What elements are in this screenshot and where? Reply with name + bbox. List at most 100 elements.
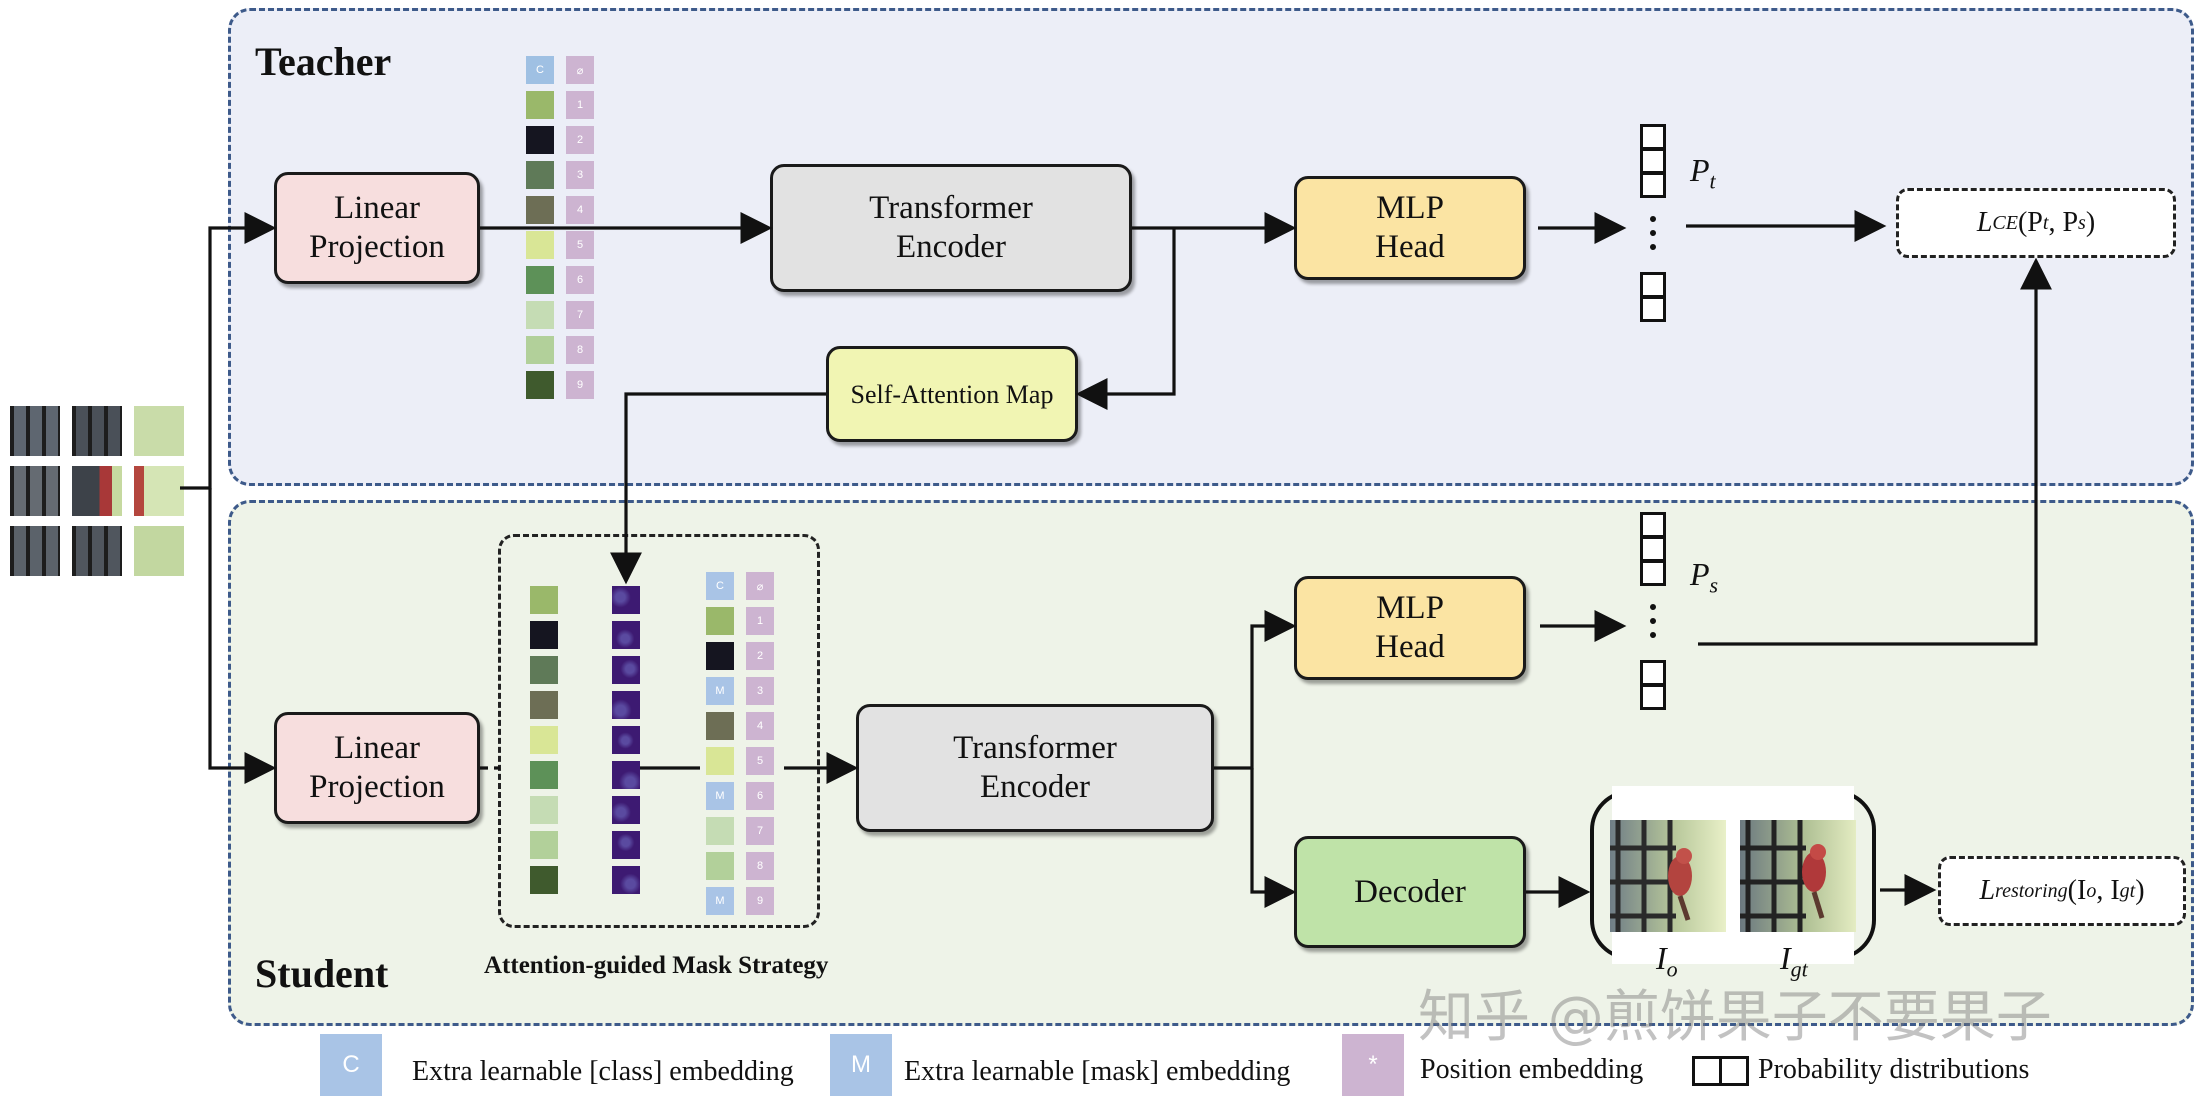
student-masked-patch-token: [706, 712, 734, 740]
attention-map-token: [612, 586, 640, 614]
ellipsis-dot: [1650, 244, 1656, 250]
teacher-patch-token: [526, 91, 554, 119]
ellipsis-dot: [1650, 604, 1656, 610]
teacher-class-token: C: [526, 56, 554, 84]
ellipsis-dot: [1650, 216, 1656, 222]
student-input-token: [530, 586, 558, 614]
teacher-patch-token: [526, 196, 554, 224]
attention-map-token: [612, 621, 640, 649]
student-position-token: 9: [746, 887, 774, 915]
teacher-patch-token: [526, 126, 554, 154]
student-masked-patch-token: [706, 747, 734, 775]
teacher-patch-token: [526, 231, 554, 259]
student-masked-patch-token: [706, 852, 734, 880]
student-masked-patch-token: [706, 642, 734, 670]
teacher-transformer-encoder: Transformer Encoder: [770, 164, 1132, 292]
student-input-token: [530, 691, 558, 719]
prob-cell: [1640, 684, 1666, 710]
student-input-token: [530, 656, 558, 684]
ground-truth-image: [1740, 820, 1856, 932]
teacher-title: Teacher: [255, 39, 392, 84]
attention-map-token: [612, 726, 640, 754]
image-patch: [134, 526, 184, 576]
legend-position-swatch: *: [1342, 1034, 1404, 1096]
ellipsis-dot: [1650, 230, 1656, 236]
mask-strategy-label: Attention-guided Mask Strategy: [484, 952, 829, 979]
teacher-position-token: 1: [566, 91, 594, 119]
image-patch: [134, 466, 184, 516]
ellipsis-dot: [1650, 632, 1656, 638]
student-prob-label: Ps: [1690, 556, 1719, 598]
student-mask-token: M: [706, 887, 734, 915]
legend-class-swatch: C: [320, 1034, 382, 1096]
teacher-position-token: 4: [566, 196, 594, 224]
teacher-position-token: 8: [566, 336, 594, 364]
teacher-prob-label: Pt: [1690, 152, 1716, 194]
teacher-position-token: 7: [566, 301, 594, 329]
student-input-token: [530, 831, 558, 859]
legend-position-text: Position embedding: [1420, 1054, 1644, 1085]
legend-prob-text: Probability distributions: [1758, 1054, 2030, 1085]
teacher-linear-projection: Linear Projection: [274, 172, 480, 284]
prob-cell: [1640, 560, 1666, 586]
restored-image: [1610, 820, 1726, 932]
prob-cell: [1640, 272, 1666, 298]
teacher-position-token: 2: [566, 126, 594, 154]
student-mask-token: M: [706, 782, 734, 810]
teacher-patch-token: [526, 371, 554, 399]
student-position-token: 2: [746, 642, 774, 670]
attention-map-token: [612, 831, 640, 859]
image-patch: [10, 526, 60, 576]
student-position-token: 4: [746, 712, 774, 740]
image-patch: [10, 406, 60, 456]
student-masked-patch-token: [706, 817, 734, 845]
image-patch: [72, 466, 122, 516]
teacher-position-token: 6: [566, 266, 594, 294]
teacher-position-token: 5: [566, 231, 594, 259]
ellipsis-dot: [1650, 618, 1656, 624]
image-patch: [72, 526, 122, 576]
attention-map-token: [612, 796, 640, 824]
student-masked-patch-token: [706, 607, 734, 635]
teacher-mlp-head: MLP Head: [1294, 176, 1526, 280]
student-position-token: 5: [746, 747, 774, 775]
image-patch: [134, 406, 184, 456]
student-transformer-encoder: Transformer Encoder: [856, 704, 1214, 832]
student-position-token: 8: [746, 852, 774, 880]
attention-map-token: [612, 691, 640, 719]
legend-mask-text: Extra learnable [mask] embedding: [904, 1056, 1291, 1087]
student-position-token: 6: [746, 782, 774, 810]
teacher-position-token: 9: [566, 371, 594, 399]
decoder-box: Decoder: [1294, 836, 1526, 948]
legend-class-text: Extra learnable [class] embedding: [412, 1056, 794, 1087]
prob-cell: [1640, 536, 1666, 562]
teacher-position-token: ⌀: [566, 56, 594, 84]
student-input-token: [530, 726, 558, 754]
teacher-patch-token: [526, 301, 554, 329]
teacher-patch-token: [526, 266, 554, 294]
student-position-token: 7: [746, 817, 774, 845]
prob-cell: [1640, 172, 1666, 198]
student-input-token: [530, 796, 558, 824]
attention-map-token: [612, 866, 640, 894]
legend-prob-icon: [1692, 1056, 1754, 1086]
attention-map-token: [612, 761, 640, 789]
teacher-position-token: 3: [566, 161, 594, 189]
image-patch: [10, 466, 60, 516]
student-input-token: [530, 761, 558, 789]
student-position-token: ⌀: [746, 572, 774, 600]
teacher-patch-token: [526, 336, 554, 364]
teacher-patch-token: [526, 161, 554, 189]
student-position-token: 1: [746, 607, 774, 635]
ground-truth-label: Igt: [1780, 940, 1808, 982]
student-mask-token: M: [706, 677, 734, 705]
self-attention-map: Self-Attention Map: [826, 346, 1078, 442]
student-position-token: 3: [746, 677, 774, 705]
attention-map-token: [612, 656, 640, 684]
student-title: Student: [255, 951, 389, 996]
prob-cell: [1640, 296, 1666, 322]
legend-mask-swatch: M: [830, 1034, 892, 1096]
